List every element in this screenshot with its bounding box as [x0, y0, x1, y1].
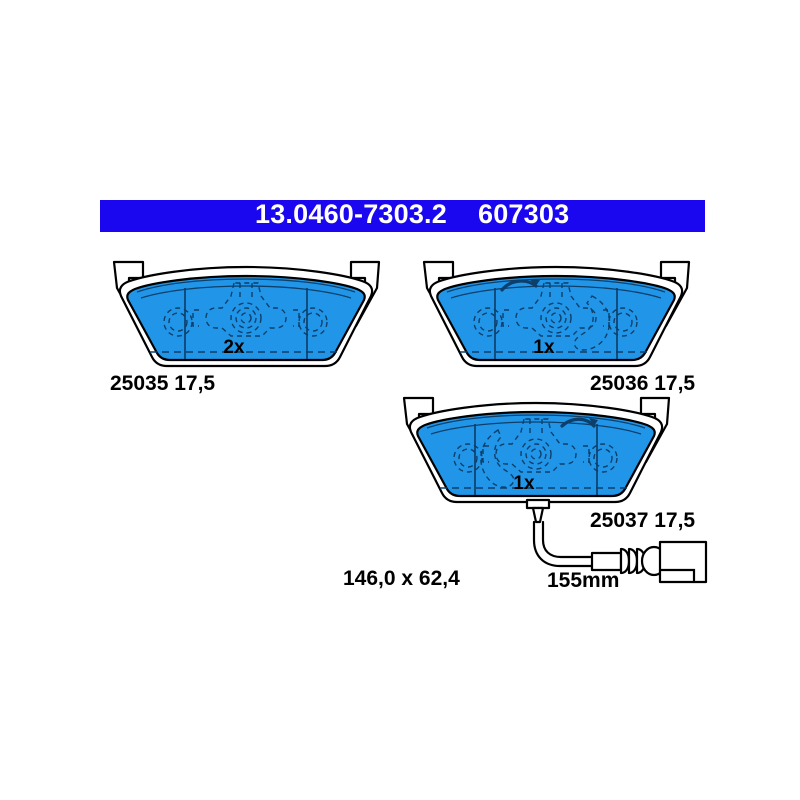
pad-right-hole-left — [473, 307, 503, 337]
pad-left-hole-right — [298, 307, 328, 337]
pad-right-arc-marker — [500, 279, 538, 292]
pad-left-hole-left — [163, 307, 193, 337]
pad-right-friction-body — [436, 274, 676, 362]
pad-sensor-center-bracket — [480, 418, 590, 488]
pad-right-arc-arrow — [530, 280, 540, 286]
pad-sensor-contour-2 — [430, 421, 642, 435]
pad-right-group: 1x 25036 17,5 — [422, 260, 695, 395]
pad-sensor-contour-1 — [426, 414, 646, 429]
pad-right-center-bracket — [502, 282, 611, 351]
sensor-cable-lower — [541, 520, 594, 559]
pad-sensor-arc-arrow — [589, 418, 598, 426]
sensor-cable-upper — [532, 520, 594, 568]
overall-dimensions-label: 146,0 x 62,4 — [343, 567, 460, 590]
header-part-number: 13.0460-7303.2 — [255, 199, 447, 229]
sensor-rib-2 — [627, 547, 639, 575]
pad-left-group: 2x 25035 17,5 — [110, 260, 381, 395]
pad-sensor-arc-marker — [560, 417, 596, 428]
pad-left-friction-body — [126, 274, 366, 362]
header-wva-number: 607303 — [478, 199, 569, 229]
sensor-pin — [531, 506, 545, 524]
sensor-length-label: 155mm — [547, 569, 619, 592]
wear-sensor-assembly — [525, 498, 708, 584]
pad-right-contour-2 — [450, 285, 662, 299]
sensor-connector-notch — [658, 568, 696, 584]
sensor-head — [525, 498, 551, 510]
pad-sensor-quantity: 1x — [513, 473, 535, 494]
pad-sensor-label: 25037 17,5 — [590, 509, 695, 532]
pad-right-label: 25036 17,5 — [590, 372, 695, 395]
header-bar — [100, 200, 705, 232]
pad-sensor-group: 1x 25037 17,5 — [402, 396, 695, 532]
pad-left-label: 25035 17,5 — [110, 372, 215, 395]
pad-sensor-friction-body — [416, 410, 656, 498]
pad-right-hole-right — [608, 307, 638, 337]
sensor-rib-1 — [619, 547, 631, 575]
pad-right-quantity: 1x — [533, 337, 555, 358]
pad-left-contour-2 — [140, 285, 352, 299]
pad-sensor-hole-right — [588, 443, 618, 473]
pad-sensor-hole-left — [453, 443, 483, 473]
pad-right-contour-1 — [446, 278, 666, 293]
sensor-connector-body — [658, 540, 708, 584]
pad-left-center-bracket — [192, 282, 300, 337]
sensor-strain-relief — [590, 551, 623, 572]
pad-left-contour-1 — [136, 278, 356, 293]
pad-left-quantity: 2x — [223, 337, 245, 358]
